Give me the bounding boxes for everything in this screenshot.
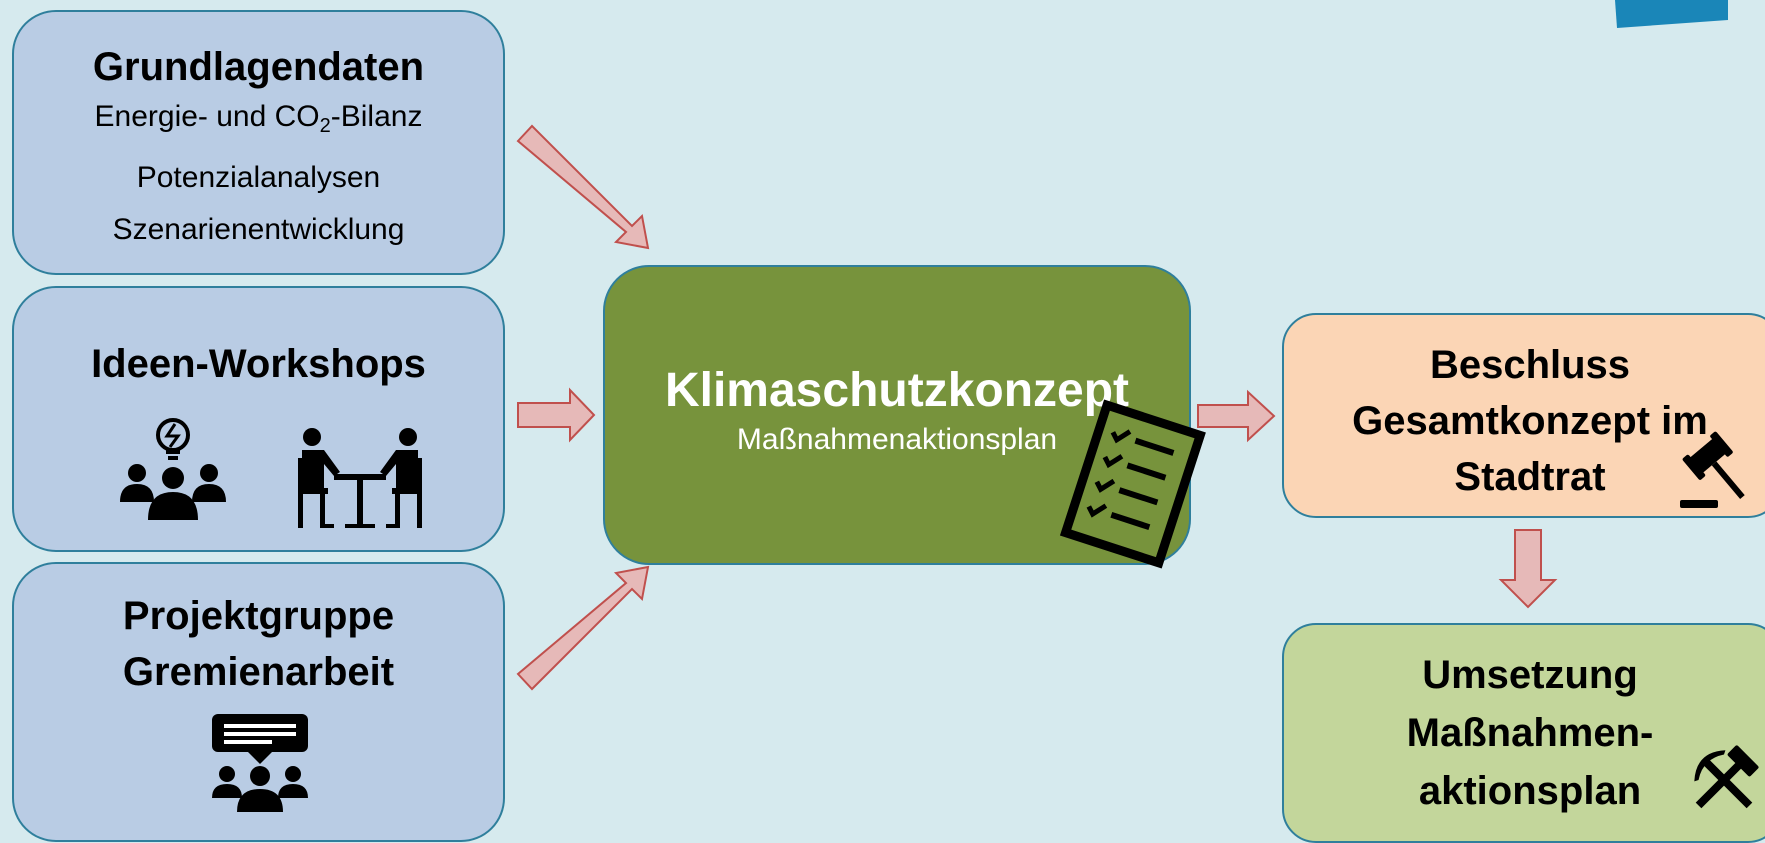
umsetzung-line1: Umsetzung — [1422, 653, 1638, 697]
szenarienentwicklung: Szenarienentwicklung — [112, 213, 405, 246]
grundlagendaten-box: Grundlagendaten Energie- und CO2-Bilanz … — [12, 10, 505, 275]
beschluss-box: Beschluss Gesamtkonzept im Stadtrat — [1282, 313, 1765, 518]
corner-decoration — [1615, 0, 1728, 28]
energie-co2-bilanz: Energie- und CO2-Bilanz — [94, 100, 423, 137]
klimaschutzkonzept-title: Klimaschutzkonzept — [664, 364, 1130, 417]
umsetzung-line3: aktionsplan — [1418, 769, 1642, 813]
ideas-group-icon — [120, 418, 226, 520]
beschluss-line3: Stadtrat — [1454, 455, 1606, 499]
ideen-workshops-title: Ideen-Workshops — [91, 342, 426, 386]
massnahmenaktionsplan-subtitle: Maßnahmenaktionsplan — [736, 423, 1058, 456]
beschluss-line2: Gesamtkonzept im — [1352, 399, 1708, 443]
discussion-group-icon — [212, 714, 308, 812]
gavel-icon — [1680, 431, 1745, 508]
gremienarbeit-title: Gremienarbeit — [122, 650, 395, 694]
projektgruppe-title: Projektgruppe — [122, 594, 395, 638]
projektgruppe-box: Projektgruppe Gremienarbeit — [12, 562, 505, 842]
arrow-workshops-to-center — [517, 387, 596, 443]
potenzialanalysen: Potenzialanalysen — [136, 161, 381, 194]
meeting-table-icon — [298, 428, 422, 528]
arrow-projektgruppe-to-center — [516, 565, 650, 691]
arrow-beschluss-to-umsetzung — [1498, 529, 1558, 609]
checklist-icon — [1059, 399, 1206, 569]
ideen-workshops-box: Ideen-Workshops — [12, 286, 505, 552]
umsetzung-line2: Maßnahmen- — [1406, 711, 1654, 755]
flow-arrows — [516, 124, 1558, 691]
hammer-pick-icon — [1694, 745, 1759, 809]
arrow-center-to-beschluss — [1197, 389, 1276, 443]
arrow-grundlagen-to-center — [516, 124, 650, 250]
grundlagendaten-title: Grundlagendaten — [92, 45, 425, 89]
beschluss-line1: Beschluss — [1429, 343, 1631, 387]
